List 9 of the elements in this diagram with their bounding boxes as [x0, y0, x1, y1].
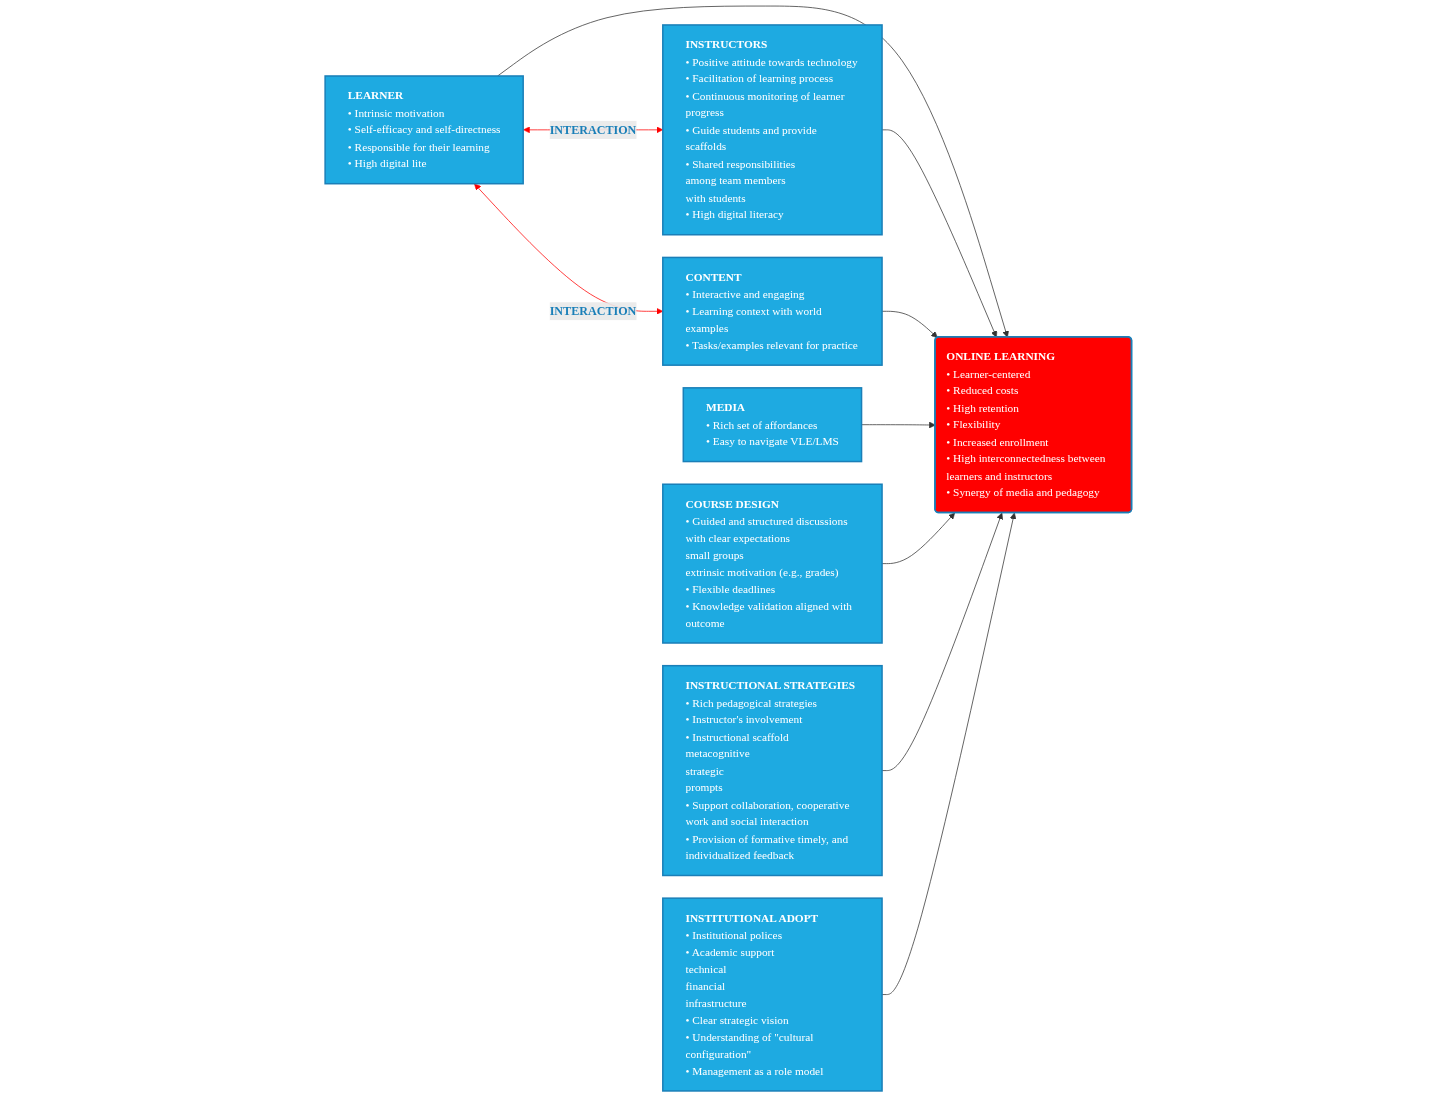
edge-label: INTERACTION — [549, 304, 637, 318]
node-box: CONTENT • Interactive and engaging • Learning context with world examples • Tasks/examples relevant for practice — [661, 256, 883, 366]
node-box: MEDIA • Rich set of affordances • Easy to navigate VLE/LMS — [682, 387, 862, 463]
node-box: LEARNER • Intrinsic motivation • Self-efficacy and self-directness • Responsible for their learning • High digital lite — [324, 75, 524, 185]
node-box: INSTRUCTORS • Positive attitude towards technology • Facilitation of learning process • Continuous monitoring of learner progress • Guide students and provide scaffolds • Shared responsibilities among team members with students • High digital literacy — [661, 24, 883, 236]
node-box: COURSE DESIGN • Guided and structured discussions with clear expectations small groups extrinsic motivation (e.g., grades) • Flexible deadlines • Knowledge validation aligned with outcome — [661, 483, 883, 644]
node-box: INSTITUTIONAL ADOPT • Institutional polices • Academic support technical financial infrastructure • Clear strategic vision • Understanding of "cultural configuration" • Management as a role model — [661, 897, 883, 1092]
edge-label: INTERACTION — [549, 123, 637, 136]
node-box: INSTRUCTIONAL STRATEGIES • Rich pedagogical strategies • Instructor's involvement • Instructional scaffold metacognitive strategic prompts • Support collaboration, cooperative work and social interaction • Provision of formative timely, and individualized feedback — [661, 664, 883, 877]
